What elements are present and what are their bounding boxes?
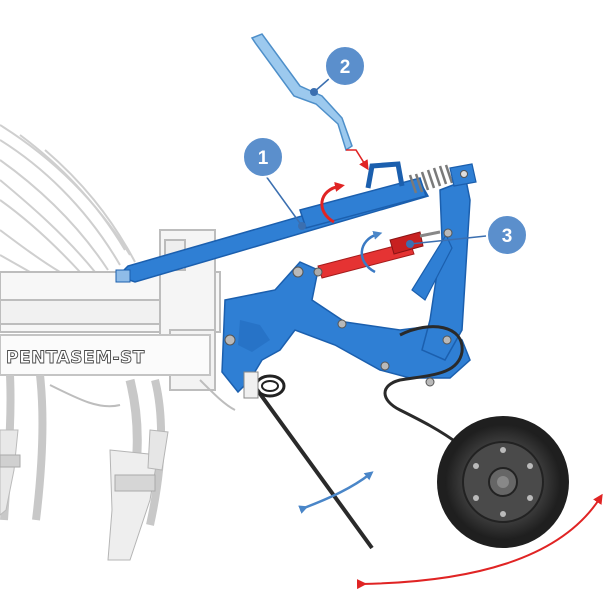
callout-3: 3 [486, 214, 528, 256]
hose [383, 325, 464, 447]
tube-rotation-arrow [320, 181, 345, 224]
callout-1-label: 1 [258, 148, 269, 169]
spring-assembly [365, 161, 477, 194]
brand-label: PENTASEM-ST [6, 348, 145, 368]
leader-dots [298, 88, 414, 248]
callout-2: 2 [324, 45, 366, 87]
rod-rotation-arrow [360, 230, 383, 274]
brand-plate: PENTASEM-ST [6, 348, 145, 369]
callout-2-label: 2 [340, 57, 351, 78]
lever-arrow [346, 149, 369, 171]
wheel-arm [411, 178, 471, 361]
adjuster-rod [313, 230, 441, 279]
lever [250, 33, 353, 152]
main-tube [115, 177, 430, 283]
seed-tube-left [0, 429, 21, 516]
depth-wheel [437, 416, 569, 548]
callout-3-label: 3 [502, 226, 513, 247]
callout-1: 1 [242, 136, 284, 178]
mounting-bracket [221, 261, 471, 394]
leveling-rod [243, 371, 374, 550]
wheel-swing-arrow [356, 493, 603, 590]
rod-swing-arrow [298, 471, 374, 514]
seed-tube-right [107, 429, 169, 561]
